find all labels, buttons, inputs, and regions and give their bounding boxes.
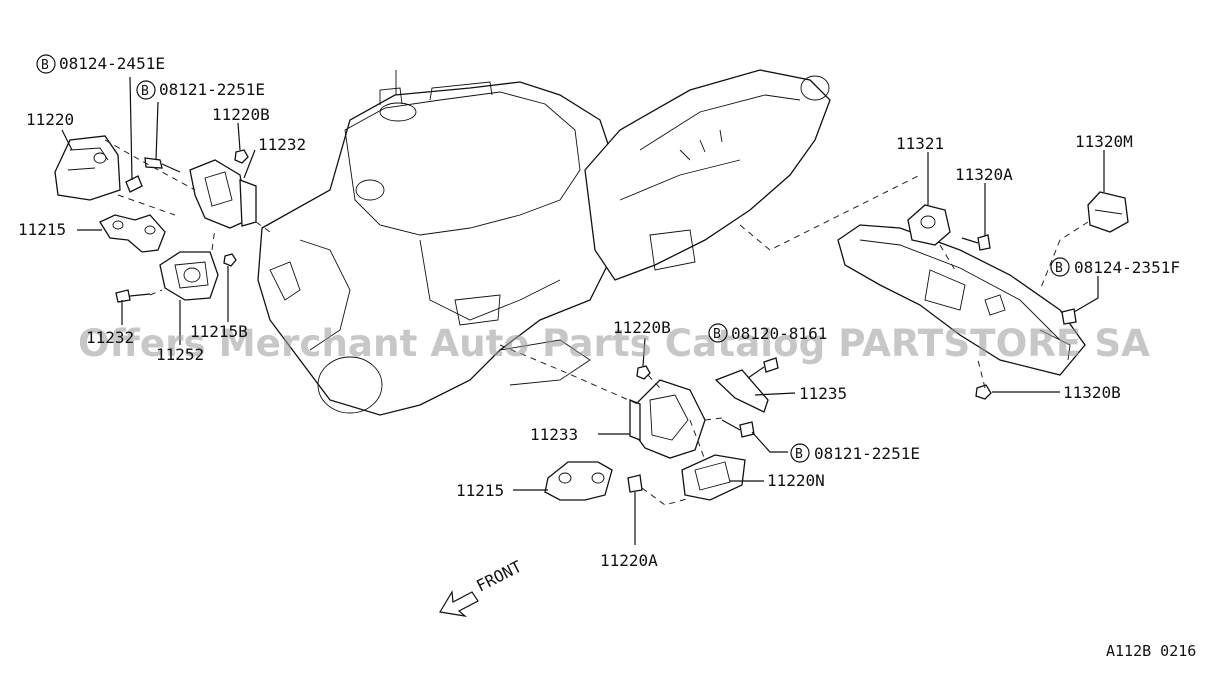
bracket-11232 xyxy=(189,159,257,229)
insulator-11252 xyxy=(159,251,219,301)
watermark: Offers Merchant Auto Parts Catalog PARTS… xyxy=(78,322,1150,365)
part-number: 11232 xyxy=(86,328,134,347)
mount-insulator-11220 xyxy=(54,135,121,201)
front-arrow-icon xyxy=(439,590,479,617)
part-number: 08124-2351F xyxy=(1074,258,1180,277)
part-number: 11220 xyxy=(26,110,74,129)
engine-block xyxy=(257,70,616,416)
part-number: 11220N xyxy=(767,471,825,490)
callout-c2: B 08124-2451E xyxy=(36,54,165,74)
callout-c12: 11235 xyxy=(799,384,847,403)
callout-c15: 11215 xyxy=(456,481,504,500)
nut-11320B xyxy=(975,384,992,400)
leader-lines xyxy=(61,76,1105,545)
bolt-marker: B xyxy=(141,84,149,99)
part-number: 11215 xyxy=(18,220,66,239)
bolt-marker: B xyxy=(1055,261,1063,276)
part-number: 11320M xyxy=(1075,132,1133,151)
part-number: 11252 xyxy=(156,345,204,364)
callout-c20: 11320A xyxy=(955,165,1013,184)
bolt-11220A xyxy=(627,474,643,493)
bolt-08121-2251E xyxy=(144,157,181,173)
callout-c13: 11233 xyxy=(530,425,578,444)
heat-shield-11235 xyxy=(714,369,769,413)
bolt-marker: B xyxy=(713,327,721,342)
part-number: 11233 xyxy=(530,425,578,444)
bolt-marker: B xyxy=(41,58,49,73)
part-number: 08120-8161 xyxy=(731,324,827,343)
part-number: 11321 xyxy=(896,134,944,153)
callout-c5: 11232 xyxy=(258,135,306,154)
bolt-08124-2351F xyxy=(1061,308,1077,325)
callout-c19: 11320M xyxy=(1075,132,1133,151)
bolt-11320A xyxy=(961,234,991,251)
bolt-11232-lower xyxy=(115,289,151,303)
part-number: 08124-2451E xyxy=(59,54,165,73)
nut-11215B xyxy=(223,253,237,267)
front-label: FRONT xyxy=(473,557,525,596)
part-number: 11220A xyxy=(600,551,658,570)
callout-c16: 11220N xyxy=(767,471,825,490)
part-number: 08121-2251E xyxy=(159,80,265,99)
callout-c10: 11220B xyxy=(613,318,671,337)
callout-c8: 11215B xyxy=(190,322,248,341)
callout-c11: B 08120-8161 xyxy=(708,323,827,343)
part-number: 11215 xyxy=(456,481,504,500)
diagram-code: A112B 0216 xyxy=(1106,642,1196,660)
bolt-08120-8161 xyxy=(747,357,779,379)
bracket-11233 xyxy=(629,379,706,459)
part-number: 11320B xyxy=(1063,383,1121,402)
nut-11220B-center xyxy=(636,365,651,380)
nut-11220B xyxy=(234,149,249,164)
bolt-08121-2251E-center xyxy=(721,419,755,438)
bolt-08124-2451E xyxy=(125,175,143,193)
part-number: 11235 xyxy=(799,384,847,403)
part-number: 11220B xyxy=(212,105,270,124)
callout-c6: 11215 xyxy=(18,220,66,239)
transmission xyxy=(584,69,831,281)
insulator-11321 xyxy=(907,204,951,246)
part-number: 08121-2251E xyxy=(814,444,920,463)
mount-11320M xyxy=(1087,191,1129,233)
callout-c9: 11252 xyxy=(156,345,204,364)
callout-c14: B 08121-2251E xyxy=(790,443,920,463)
callout-c18: 11321 xyxy=(896,134,944,153)
part-number: 11215B xyxy=(190,322,248,341)
bolt-marker: B xyxy=(795,447,803,462)
stopper-11215 xyxy=(99,214,166,253)
part-number: 11232 xyxy=(258,135,306,154)
callout-c17: 11220A xyxy=(600,551,658,570)
callout-c22: 11320B xyxy=(1063,383,1121,402)
callout-c4: 11220B xyxy=(212,105,270,124)
part-number: 11220B xyxy=(613,318,671,337)
insulator-11220N xyxy=(681,454,746,501)
callout-c7: 11232 xyxy=(86,328,134,347)
part-number: 11320A xyxy=(955,165,1013,184)
callout-c1: 11220 xyxy=(26,110,74,129)
callout-c21: B 08124-2351F xyxy=(1050,257,1180,277)
callout-c3: B 08121-2251E xyxy=(136,80,265,100)
stopper-11215-center xyxy=(544,461,613,501)
